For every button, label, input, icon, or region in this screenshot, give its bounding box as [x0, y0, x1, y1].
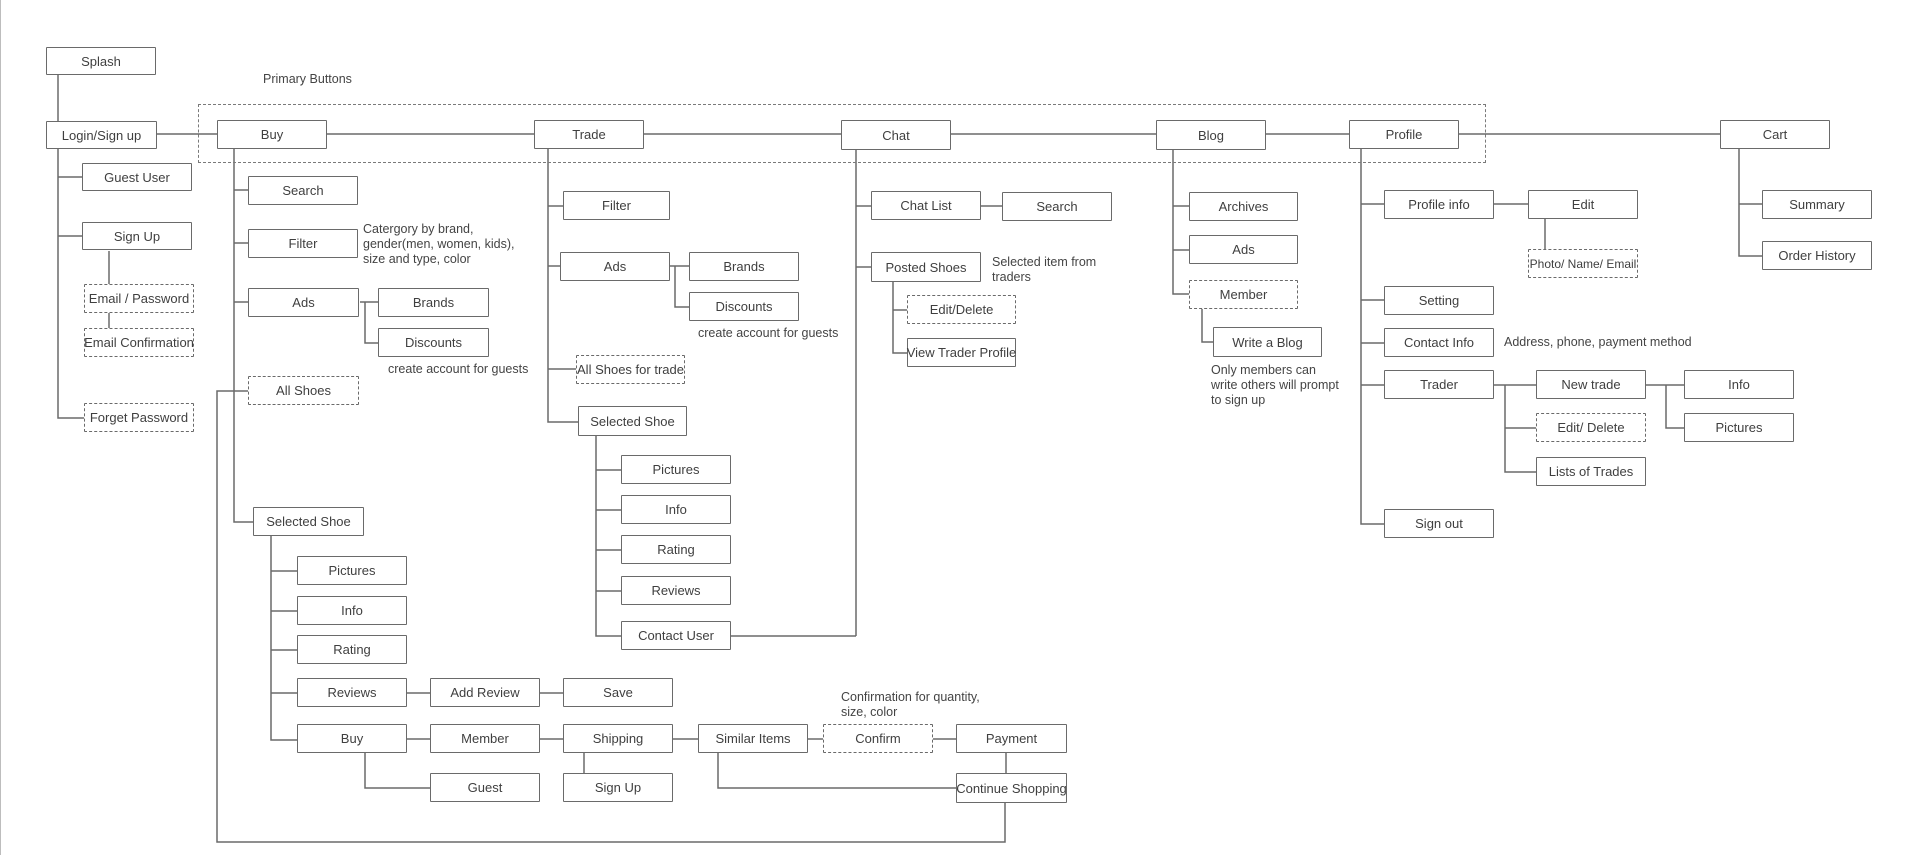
all-shoes-node[interactable]: All Shoes — [248, 376, 359, 405]
buy-info-node[interactable]: Info — [297, 596, 407, 625]
filter-note: Catergory by brand,gender(men, women, ki… — [363, 222, 515, 266]
sign-up-node[interactable]: Sign Up — [82, 222, 192, 250]
chat-search-node[interactable]: Search — [1002, 192, 1112, 221]
trade-node[interactable]: Trade — [534, 120, 644, 149]
payment-node[interactable]: Payment — [956, 724, 1067, 753]
trade-discounts-note: create account for guests — [698, 326, 839, 340]
trade-brands-node[interactable]: Brands — [689, 252, 799, 281]
summary-node[interactable]: Summary — [1762, 190, 1872, 219]
trader-edit-delete-node[interactable]: Edit/ Delete — [1536, 413, 1646, 442]
primary-buttons-label: Primary Buttons — [263, 72, 352, 86]
contact-info-note: Address, phone, payment method — [1504, 335, 1692, 349]
buy-discounts-note: create account for guests — [388, 362, 529, 376]
save-node[interactable]: Save — [563, 678, 673, 707]
guest-user-node[interactable]: Guest User — [82, 163, 192, 191]
guest-node[interactable]: Guest — [430, 773, 540, 802]
trade-rating-node[interactable]: Rating — [621, 535, 731, 564]
buy-selected-shoe-node[interactable]: Selected Shoe — [253, 507, 364, 536]
sign-out-node[interactable]: Sign out — [1384, 509, 1494, 538]
order-history-node[interactable]: Order History — [1762, 241, 1872, 270]
all-shoes-for-trade-node[interactable]: All Shoes for trade — [576, 355, 685, 384]
email-confirmation-node[interactable]: Email Confirmation — [84, 328, 194, 357]
member-node[interactable]: Member — [430, 724, 540, 753]
buy-buy-node[interactable]: Buy — [297, 724, 407, 753]
confirm-node[interactable]: Confirm — [823, 724, 933, 753]
profile-node[interactable]: Profile — [1349, 120, 1459, 149]
buy-ads-node[interactable]: Ads — [248, 288, 359, 317]
email-password-node[interactable]: Email / Password — [84, 284, 194, 313]
trade-pictures-node[interactable]: Pictures — [621, 455, 731, 484]
contact-info-node[interactable]: Contact Info — [1384, 328, 1494, 357]
posted-shoes-node[interactable]: Posted Shoes — [871, 252, 981, 282]
buy-reviews-node[interactable]: Reviews — [297, 678, 407, 707]
photo-name-email-node[interactable]: Photo/ Name/ Email — [1528, 249, 1638, 278]
lists-of-trades-node[interactable]: Lists of Trades — [1536, 457, 1646, 486]
chat-edit-delete-node[interactable]: Edit/Delete — [907, 295, 1016, 324]
primary-buttons-group — [198, 104, 1486, 163]
trader-pictures-node[interactable]: Pictures — [1684, 413, 1794, 442]
confirm-note: Confirmation for quantity,size, color — [841, 690, 980, 719]
trade-info-node[interactable]: Info — [621, 495, 731, 524]
write-a-blog-node[interactable]: Write a Blog — [1213, 327, 1322, 357]
similar-items-node[interactable]: Similar Items — [698, 724, 808, 753]
edit-node[interactable]: Edit — [1528, 190, 1638, 219]
login-signup-node[interactable]: Login/Sign up — [46, 121, 157, 149]
trader-info-node[interactable]: Info — [1684, 370, 1794, 399]
blog-ads-node[interactable]: Ads — [1189, 235, 1298, 264]
new-trade-node[interactable]: New trade — [1536, 370, 1646, 399]
trade-discounts-node[interactable]: Discounts — [689, 292, 799, 321]
shipping-node[interactable]: Shipping — [563, 724, 673, 753]
contact-user-node[interactable]: Contact User — [621, 621, 731, 650]
buy-node[interactable]: Buy — [217, 120, 327, 149]
blog-member-node[interactable]: Member — [1189, 280, 1298, 309]
trade-selected-shoe-node[interactable]: Selected Shoe — [578, 406, 687, 436]
sign-up-2-node[interactable]: Sign Up — [563, 773, 673, 802]
add-review-node[interactable]: Add Review — [430, 678, 540, 707]
buy-filter-node[interactable]: Filter — [248, 229, 358, 258]
continue-shopping-node[interactable]: Continue Shopping — [956, 773, 1067, 803]
trade-reviews-node[interactable]: Reviews — [621, 576, 731, 605]
blog-node[interactable]: Blog — [1156, 120, 1266, 150]
buy-rating-node[interactable]: Rating — [297, 635, 407, 664]
trade-filter-node[interactable]: Filter — [563, 191, 670, 220]
chat-node[interactable]: Chat — [841, 120, 951, 150]
chat-list-node[interactable]: Chat List — [871, 191, 981, 220]
setting-node[interactable]: Setting — [1384, 286, 1494, 315]
trader-node[interactable]: Trader — [1384, 370, 1494, 399]
cart-node[interactable]: Cart — [1720, 120, 1830, 149]
archives-node[interactable]: Archives — [1189, 192, 1298, 221]
view-trader-profile-node[interactable]: View Trader Profile — [907, 338, 1016, 367]
buy-brands-node[interactable]: Brands — [378, 288, 489, 317]
trade-ads-node[interactable]: Ads — [560, 252, 670, 281]
buy-pictures-node[interactable]: Pictures — [297, 556, 407, 585]
buy-search-node[interactable]: Search — [248, 176, 358, 205]
splash-node[interactable]: Splash — [46, 47, 156, 75]
buy-discounts-node[interactable]: Discounts — [378, 328, 489, 357]
forget-password-node[interactable]: Forget Password — [84, 403, 194, 432]
profile-info-node[interactable]: Profile info — [1384, 190, 1494, 219]
